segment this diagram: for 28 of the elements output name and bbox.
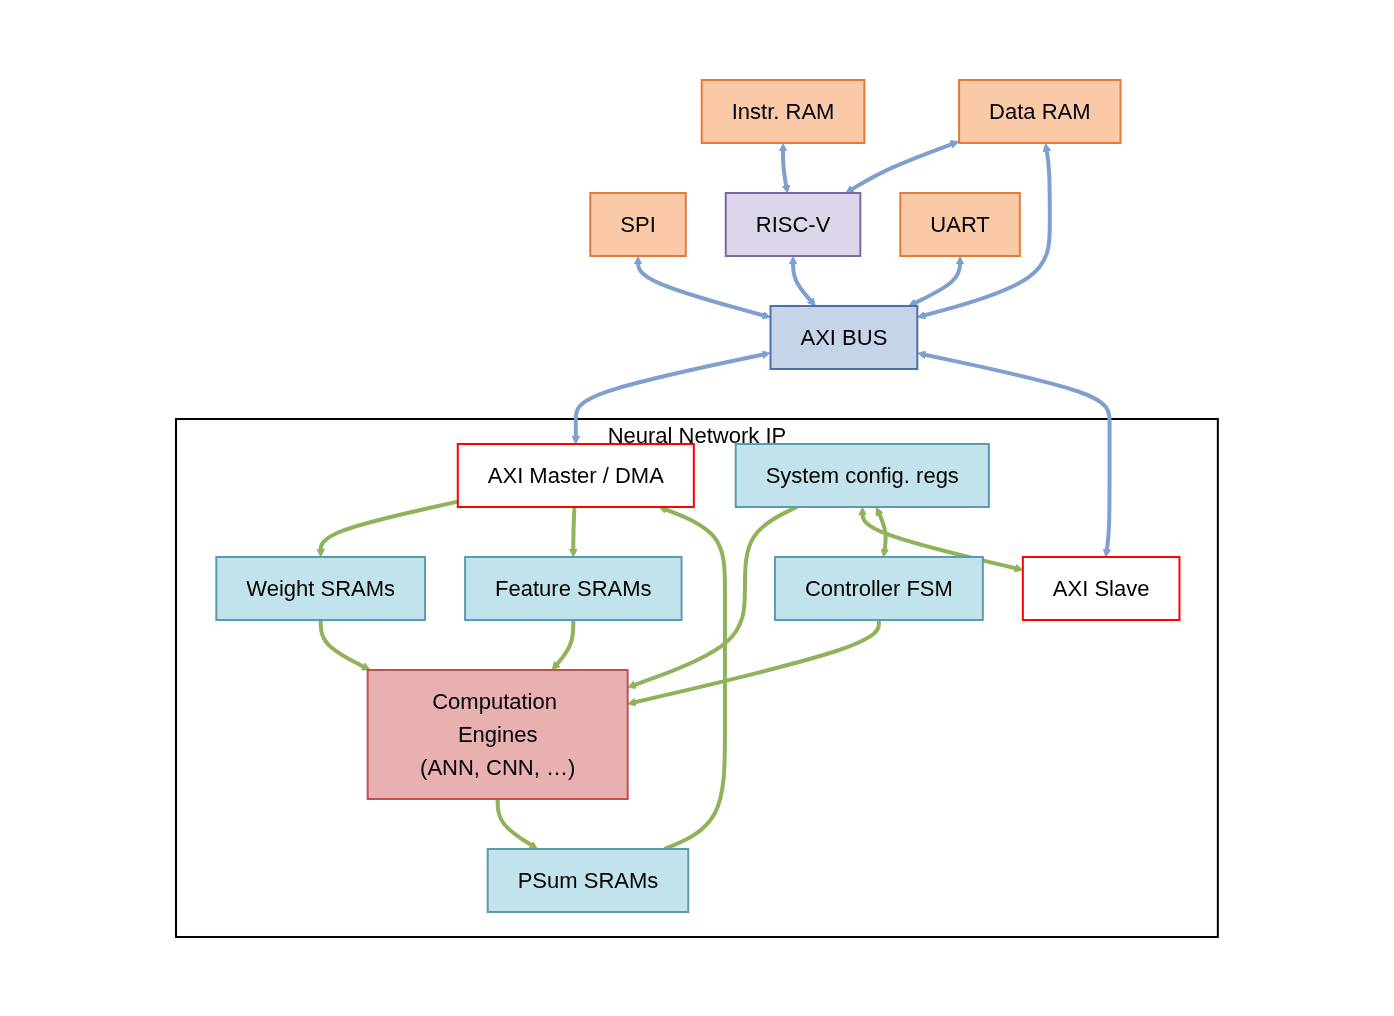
arrow xyxy=(633,255,771,319)
arrow xyxy=(788,255,817,306)
node-box: Data RAM xyxy=(958,78,1122,144)
node-box: Weight SRAMs xyxy=(215,555,427,621)
arrow xyxy=(845,139,960,193)
node-box: RISC-V xyxy=(724,191,862,257)
arrow xyxy=(875,506,890,557)
arrow xyxy=(571,349,771,444)
arrow xyxy=(908,255,965,306)
arrow xyxy=(318,619,371,670)
arrow xyxy=(495,798,539,849)
node-box: UART xyxy=(899,191,1021,257)
node-box: Feature SRAMs xyxy=(464,555,683,621)
node-box: AXI Master / DMA xyxy=(456,442,695,508)
arrow xyxy=(917,142,1052,319)
node-box: System config. regs xyxy=(734,442,990,508)
node-box: AXI Slave xyxy=(1021,555,1181,621)
node-box: AXI BUS xyxy=(769,304,919,370)
arrow xyxy=(627,619,881,706)
node-box: Controller FSM xyxy=(774,555,984,621)
arrow xyxy=(551,619,576,670)
node-box: SPI xyxy=(589,191,687,257)
arrow xyxy=(917,350,1112,557)
arrow xyxy=(778,142,791,193)
node-box: Computation Engines (ANN, CNN, …) xyxy=(366,668,629,800)
arrow xyxy=(569,506,578,557)
node-box: PSum SRAMs xyxy=(486,847,690,913)
node-box: Instr. RAM xyxy=(700,78,866,144)
